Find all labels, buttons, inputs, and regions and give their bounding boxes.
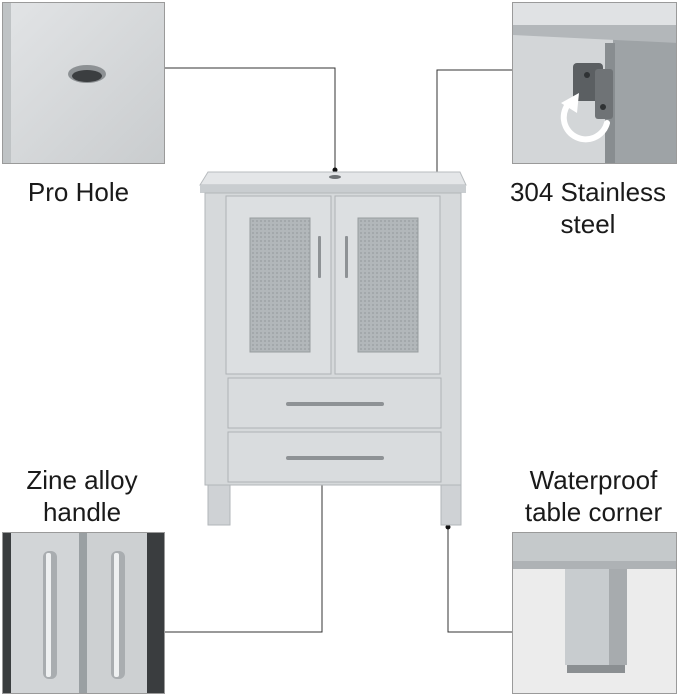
hinge-icon xyxy=(573,63,613,119)
leader-dot-stainless xyxy=(434,227,440,233)
label-stainless: 304 Stainless steel xyxy=(509,177,667,239)
cabinet-leg-icon xyxy=(565,569,627,673)
leader-dot-pro-hole xyxy=(332,167,338,173)
leader-corner xyxy=(447,527,512,633)
label-corner: Waterproof table corner xyxy=(524,465,663,527)
handle-bar-icon xyxy=(43,551,125,679)
rotate-arrowhead-icon xyxy=(561,93,579,113)
label-pro-hole: Pro Hole xyxy=(27,177,130,207)
leader-pro-hole xyxy=(165,67,336,170)
rotate-arrow-icon xyxy=(560,98,610,143)
table-corner-closeup xyxy=(512,532,677,694)
leader-dot-handle xyxy=(319,284,325,290)
leader-handle xyxy=(165,287,323,633)
handle-closeup xyxy=(2,532,165,694)
leader-dot-corner xyxy=(445,524,451,530)
sink-hole-icon xyxy=(68,65,106,83)
pro-hole-closeup xyxy=(2,2,165,164)
label-handle: Zine alloy handle xyxy=(26,465,138,527)
hinge-closeup xyxy=(512,2,677,164)
